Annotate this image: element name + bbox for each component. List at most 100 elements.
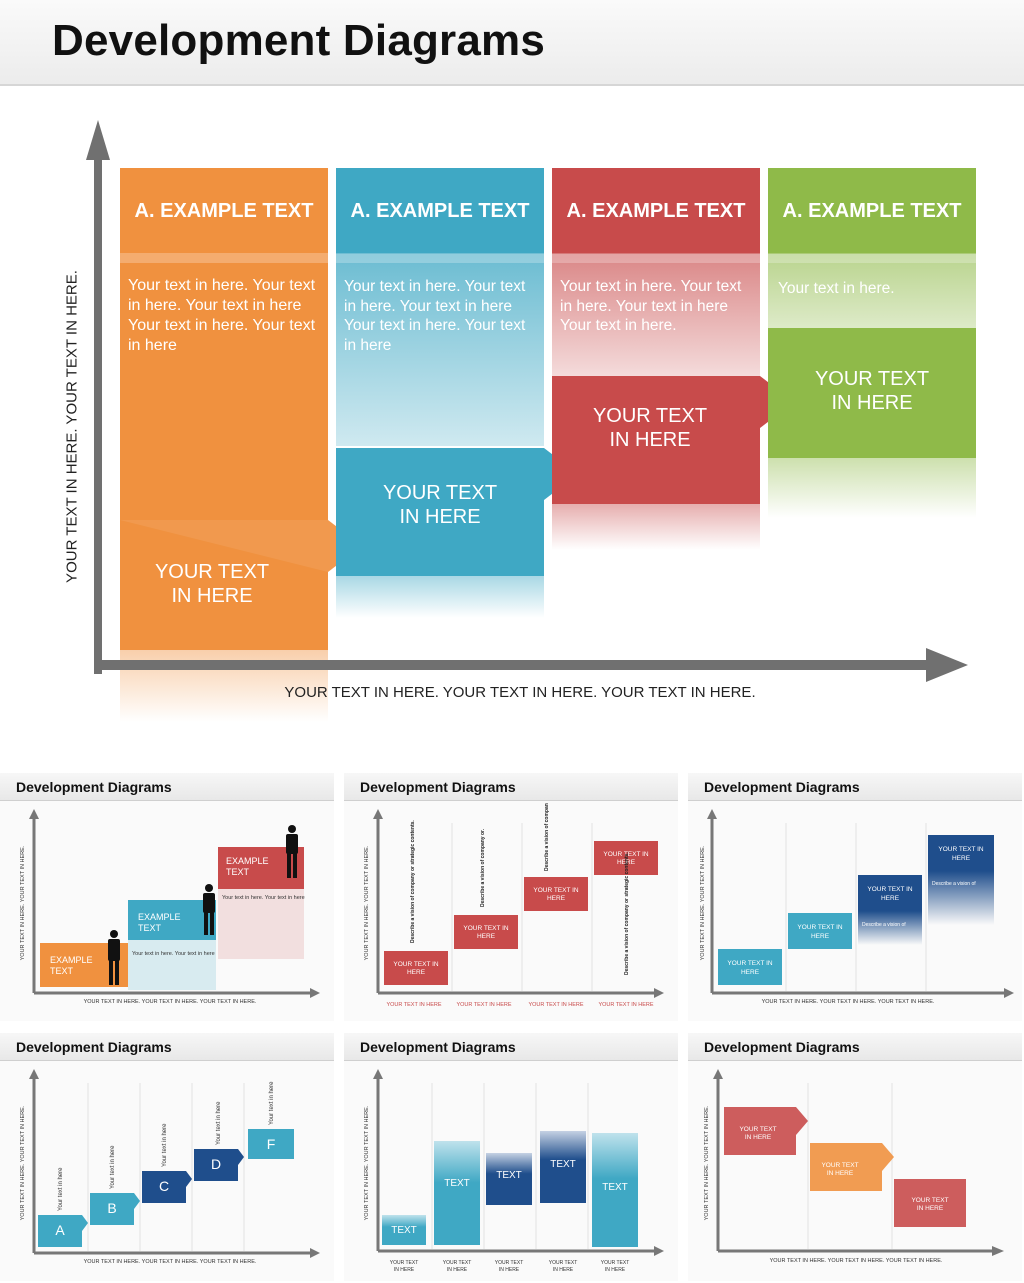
thumbnail-1-step-2-label-2: TEXT xyxy=(138,923,162,933)
column-1-title: A. EXAMPLE TEXT xyxy=(134,199,314,222)
column-2-body: Your text in here. Your text in here. Yo… xyxy=(344,278,526,354)
thumbnail-3-box-2: YOUR TEXT IN xyxy=(797,924,843,931)
thumbnail-5-x-label-3: YOUR TEXT xyxy=(495,1260,524,1266)
thumbnail-1-step-3-label: EXAMPLE xyxy=(226,856,269,866)
thumbnail-3-box-1: YOUR TEXT IN xyxy=(727,960,773,967)
thumbnail-5-bar-2-label: TEXT xyxy=(444,1178,470,1189)
thumbnail-4-title: Development Diagrams xyxy=(16,1039,172,1055)
thumbnail-4-rot-text-4: Your text in here xyxy=(216,1101,222,1145)
column-3-title: A. EXAMPLE TEXT xyxy=(566,199,746,222)
thumbnail-2-box-2: YOUR TEXT IN xyxy=(463,925,509,932)
thumbnail-2-diagram: YOUR TEXT IN HERE YOUR TEXT IN HERE YOUR… xyxy=(364,803,664,1008)
thumbnail-5-x-label-2b: IN HERE xyxy=(447,1267,468,1273)
thumbnail-6-header: Development Diagrams xyxy=(688,1033,1022,1061)
column-4-body: Your text in here. xyxy=(778,280,895,297)
thumbnail-2-box-1: YOUR TEXT IN xyxy=(393,961,439,968)
column-2-title: A. EXAMPLE TEXT xyxy=(350,199,530,222)
thumbnail-1-step-3-label-2: TEXT xyxy=(226,867,250,877)
y-axis xyxy=(94,146,102,674)
thumbnail-5-bar-4-label: TEXT xyxy=(550,1159,576,1170)
column-3: A. EXAMPLE TEXT Your text in here. Your … xyxy=(552,168,760,548)
x-axis-arrow xyxy=(926,648,968,682)
thumbnail-5-x-label-4: YOUR TEXT xyxy=(549,1260,578,1266)
thumbnail-6-title: Development Diagrams xyxy=(704,1039,860,1055)
x-axis xyxy=(94,660,934,670)
thumbnail-1-y-label: YOUR TEXT IN HERE. YOUR TEXT IN HERE. xyxy=(20,845,26,960)
thumbnail-2-box-4: YOUR TEXT IN xyxy=(603,851,649,858)
thumbnail-4-rot-text-1: Your text in here xyxy=(58,1167,64,1211)
thumbnail-1-x-label: YOUR TEXT IN HERE. YOUR TEXT IN HERE. YO… xyxy=(84,999,257,1005)
column-1-step-line-1: YOUR TEXT xyxy=(154,561,270,583)
thumbnail-2-box-1-b: HERE xyxy=(407,969,426,976)
thumbnail-4-letter-d: D xyxy=(211,1156,221,1172)
thumbnail-6-box-2-b: IN HERE xyxy=(827,1170,854,1177)
thumbnail-3-title: Development Diagrams xyxy=(704,779,860,795)
thumbnail-2-vision-3: Describe a vision of company or. xyxy=(544,803,550,871)
column-1-step-line-2: IN HERE xyxy=(171,585,253,607)
thumbnail-2-y-label: YOUR TEXT IN HERE. YOUR TEXT IN HERE. xyxy=(364,845,370,960)
thumbnail-6-box-3-b: IN HERE xyxy=(917,1205,944,1212)
thumbnail-3-box-4: YOUR TEXT IN xyxy=(938,846,984,853)
thumbnail-5-x-label-1: YOUR TEXT xyxy=(390,1260,419,1266)
thumbnail-6-box-3: YOUR TEXT xyxy=(911,1197,948,1204)
column-2-step-line-2: IN HERE xyxy=(399,506,481,528)
thumbnail-5-title: Development Diagrams xyxy=(360,1039,516,1055)
thumbnail-6-box-1: YOUR TEXT xyxy=(739,1126,776,1133)
column-2: A. EXAMPLE TEXT Your text in here. Your … xyxy=(336,168,544,618)
thumbnail-3-header: Development Diagrams xyxy=(688,773,1022,801)
column-4-step-line-2: IN HERE xyxy=(831,392,913,414)
thumbnail-5-x-label-5b: IN HERE xyxy=(605,1267,626,1273)
y-axis-arrow xyxy=(86,120,110,160)
thumbnail-6-box-1-b: IN HERE xyxy=(745,1134,772,1141)
thumbnail-2-vision-4: Describe a vision of company or strategi… xyxy=(624,852,630,975)
thumbnail-3-diagram: YOUR TEXT IN HERE YOUR TEXT IN HERE YOUR… xyxy=(700,809,1014,1005)
thumbnail-4-y-label: YOUR TEXT IN HERE. YOUR TEXT IN HERE. xyxy=(20,1105,26,1220)
column-3-step xyxy=(552,376,794,504)
page-title: Development Diagrams xyxy=(52,16,546,65)
thumbnail-1-diagram: EXAMPLE TEXT EXAMPLE TEXT EXAMPLE TEXT Y… xyxy=(20,809,320,1005)
thumbnail-4[interactable]: Development Diagrams A B C D F Your text… xyxy=(0,1033,334,1281)
column-4-step-label: YOUR TEXT IN HERE xyxy=(768,367,976,415)
thumbnail-1[interactable]: Development Diagrams EXAMPLE TEXT EXAMPL… xyxy=(0,773,334,1021)
thumbnail-3-vision-1: Describe a vision of xyxy=(862,922,906,928)
thumbnail-5-bar-1-label: TEXT xyxy=(391,1225,417,1236)
thumbnail-6[interactable]: Development Diagrams YOUR TEXT IN HERE Y… xyxy=(688,1033,1022,1281)
column-1: A. EXAMPLE TEXT Your text in here. Your … xyxy=(120,168,328,648)
column-3-step-line-2: IN HERE xyxy=(609,429,691,451)
thumbnail-3-x-label: YOUR TEXT IN HERE. YOUR TEXT IN HERE. YO… xyxy=(762,999,935,1005)
thumbnail-5-x-label-1b: IN HERE xyxy=(394,1267,415,1273)
column-4-step-line-1: YOUR TEXT xyxy=(814,368,930,390)
column-4-title: A. EXAMPLE TEXT xyxy=(782,199,962,222)
thumbnail-3-box-4-b: HERE xyxy=(952,855,971,862)
column-2-step-line-1: YOUR TEXT xyxy=(382,482,498,504)
thumbnail-6-x-label: YOUR TEXT IN HERE. YOUR TEXT IN HERE. YO… xyxy=(770,1258,943,1264)
thumbnail-3-box-1-b: HERE xyxy=(741,969,760,976)
column-1-body: Your text in here. Your text in here. Yo… xyxy=(128,277,316,354)
thumbnail-1-small-text-2: Your text in here. Your text in here xyxy=(222,895,305,901)
thumbnail-1-header: Development Diagrams xyxy=(0,773,334,801)
thumbnail-4-rot-text-2: Your text in here xyxy=(110,1145,116,1189)
thumbnail-3-box-3-b: HERE xyxy=(881,895,900,902)
column-3-body: Your text in here. Your text in here. Yo… xyxy=(560,278,742,334)
thumbnail-2-header: Development Diagrams xyxy=(344,773,678,801)
x-axis-label: YOUR TEXT IN HERE. YOUR TEXT IN HERE. YO… xyxy=(284,684,756,701)
thumbnail-5-bar-3-label: TEXT xyxy=(496,1170,522,1181)
thumbnail-3-box-2-b: HERE xyxy=(811,933,830,940)
thumbnail-4-header: Development Diagrams xyxy=(0,1033,334,1061)
thumbnail-2-vision-1: Describe a vision of company or strategi… xyxy=(410,820,416,943)
thumbnail-2[interactable]: Development Diagrams YOUR TEXT IN HERE Y… xyxy=(344,773,678,1021)
thumbnail-4-diagram: A B C D F Your text in here Your text in… xyxy=(20,1069,320,1265)
thumbnail-3-box-3: YOUR TEXT IN xyxy=(867,886,913,893)
main-diagram: YOUR TEXT IN HERE. YOUR TEXT IN HERE. YO… xyxy=(0,88,1024,760)
column-2-step xyxy=(336,448,578,576)
thumbnail-3-vision-2: Describe a vision of xyxy=(932,881,976,887)
y-axis-label: YOUR TEXT IN HERE. YOUR TEXT IN HERE. xyxy=(63,270,81,583)
thumbnail-5-x-label-3b: IN HERE xyxy=(499,1267,520,1273)
thumbnail-3[interactable]: Development Diagrams YOUR TEXT IN HERE Y… xyxy=(688,773,1022,1021)
column-4: A. EXAMPLE TEXT Your text in here. YOUR … xyxy=(768,168,976,518)
thumbnail-5-x-label-2: YOUR TEXT xyxy=(443,1260,472,1266)
thumbnail-1-step-1-label: EXAMPLE xyxy=(50,955,93,965)
thumbnail-5[interactable]: Development Diagrams TEXT TEXT TEXT TEXT… xyxy=(344,1033,678,1281)
thumbnail-5-y-label: YOUR TEXT IN HERE. YOUR TEXT IN HERE. xyxy=(364,1105,370,1220)
thumbnail-1-title: Development Diagrams xyxy=(16,779,172,795)
